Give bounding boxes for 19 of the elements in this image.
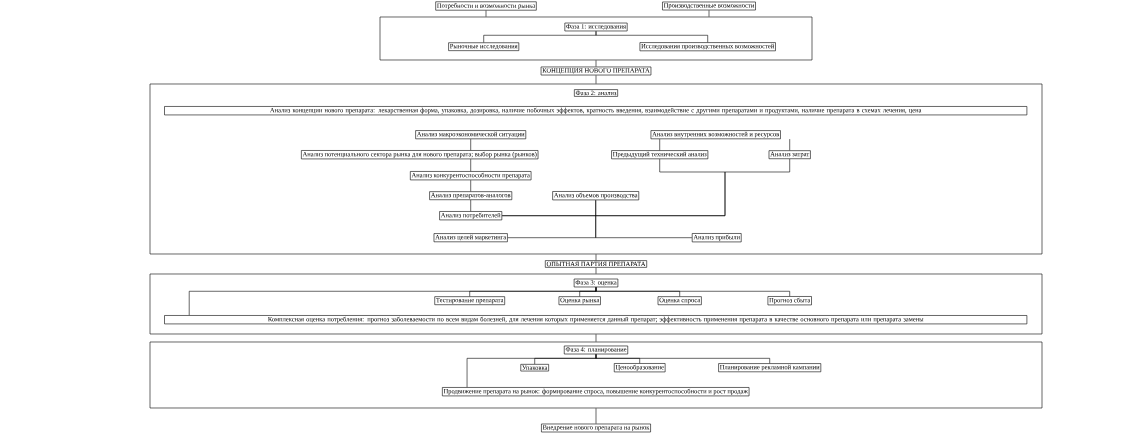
connector-line (501, 158, 790, 216)
connector-line (789, 138, 790, 151)
connector-line (595, 30, 708, 43)
connector-line (595, 60, 597, 67)
connector-line (470, 179, 471, 192)
connector-line (485, 10, 487, 17)
connector-line (659, 138, 660, 151)
connector-line (470, 138, 471, 151)
connector-line (595, 286, 790, 297)
connector-line (595, 408, 597, 424)
connector-line (595, 267, 597, 274)
connector-line (595, 199, 693, 238)
connector-line (595, 75, 597, 84)
connector-line (595, 354, 770, 364)
connector-line (595, 334, 597, 342)
connector-line (595, 254, 597, 261)
connector-line (470, 158, 471, 172)
connector-line (708, 10, 710, 17)
connector-line (470, 199, 471, 212)
